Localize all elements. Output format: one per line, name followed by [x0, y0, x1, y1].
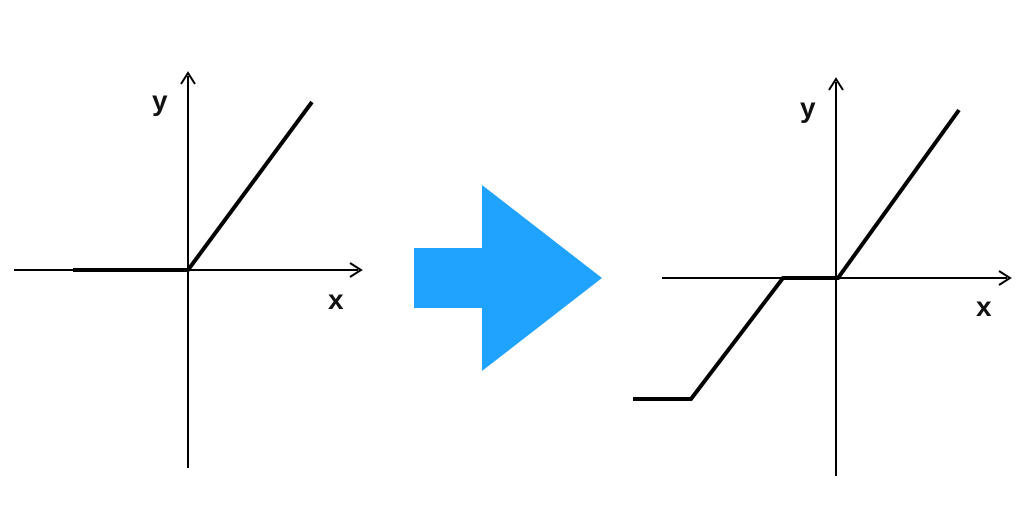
right-y-label: y [800, 92, 816, 123]
right-plot: x y [633, 77, 1012, 476]
right-x-label: x [976, 291, 992, 322]
left-y-label: y [152, 85, 168, 116]
left-x-label: x [328, 284, 344, 315]
right-arrow-icon [414, 185, 602, 371]
right-x-axis-arrowhead [998, 270, 1012, 286]
left-function-curve [73, 100, 314, 272]
left-x-axis-arrowhead [349, 262, 363, 278]
left-plot: x y [14, 71, 363, 468]
right-function-curve [633, 108, 961, 401]
left-y-axis-arrowhead [180, 71, 196, 85]
right-y-axis-arrowhead [828, 77, 844, 91]
